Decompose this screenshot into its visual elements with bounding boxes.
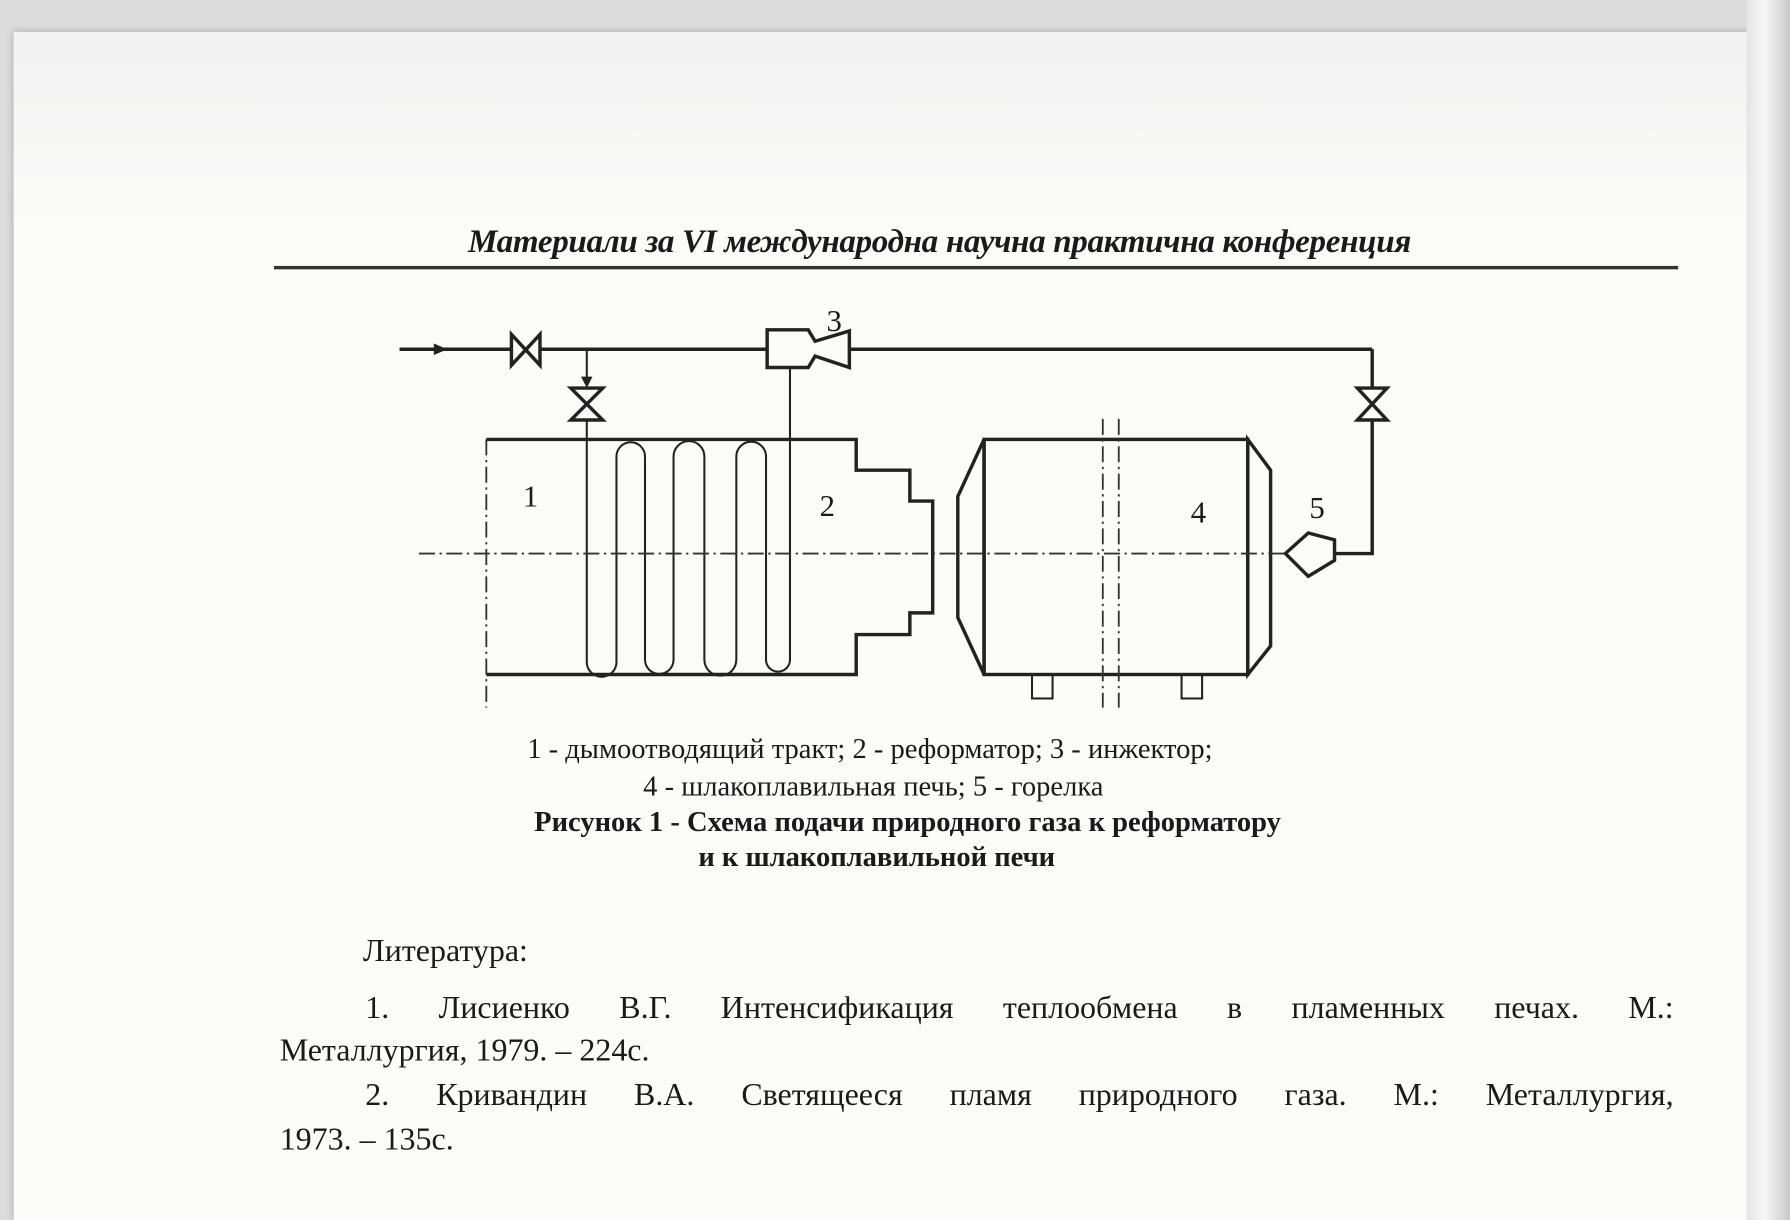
literature-heading: Литература: (363, 933, 528, 969)
inlet-valve-icon (509, 330, 542, 370)
reference-1-line-1: 1. Лисиенко В.Г. Интенсификация теплообм… (365, 990, 1674, 1027)
figure-legend-line-2: 4 - шлакоплавильная печь; 5 - горелка (643, 771, 1104, 803)
figure-legend-line-1: 1 - дымоотводящий тракт; 2 - реформатор;… (527, 733, 1213, 765)
reference-1-line-2: Металлургия, 1979. – 224с. (279, 1032, 650, 1069)
branch-pipe (581, 349, 593, 662)
page-edge (1746, 0, 1790, 1220)
reference-2-line-2: 1973. – 135с. (279, 1121, 454, 1158)
header-rule (273, 265, 1679, 270)
branch-valve-icon (566, 386, 607, 422)
figure-caption-line-2: и к шлакоплавильной печи (698, 842, 1056, 874)
reference-2-line-1: 2. Кривандин В.А. Светящееся пламя приро… (365, 1077, 1674, 1113)
label-flue-duct: 1 (523, 480, 538, 514)
injector-icon (765, 328, 852, 370)
burner-supply-pipe (1334, 419, 1374, 556)
label-furnace: 4 (1191, 496, 1206, 530)
scan-shading (13, 31, 1759, 226)
burner-valve-icon (1353, 386, 1391, 422)
paper-sheet (13, 31, 1759, 1220)
label-burner: 5 (1309, 491, 1324, 525)
flow-arrow-icon (433, 343, 448, 355)
flue-duct-outline (486, 437, 935, 677)
burner-icon (1282, 531, 1337, 579)
reformer-coil (585, 367, 792, 678)
running-header: Материали за VI международна научна прак… (468, 223, 1411, 261)
label-reformer: 2 (820, 489, 835, 523)
inlet-pipe (399, 343, 768, 355)
slag-melting-furnace (956, 418, 1273, 708)
figure-caption-line-1: Рисунок 1 - Схема подачи природного газа… (534, 806, 1281, 838)
label-injector: 3 (827, 304, 842, 338)
